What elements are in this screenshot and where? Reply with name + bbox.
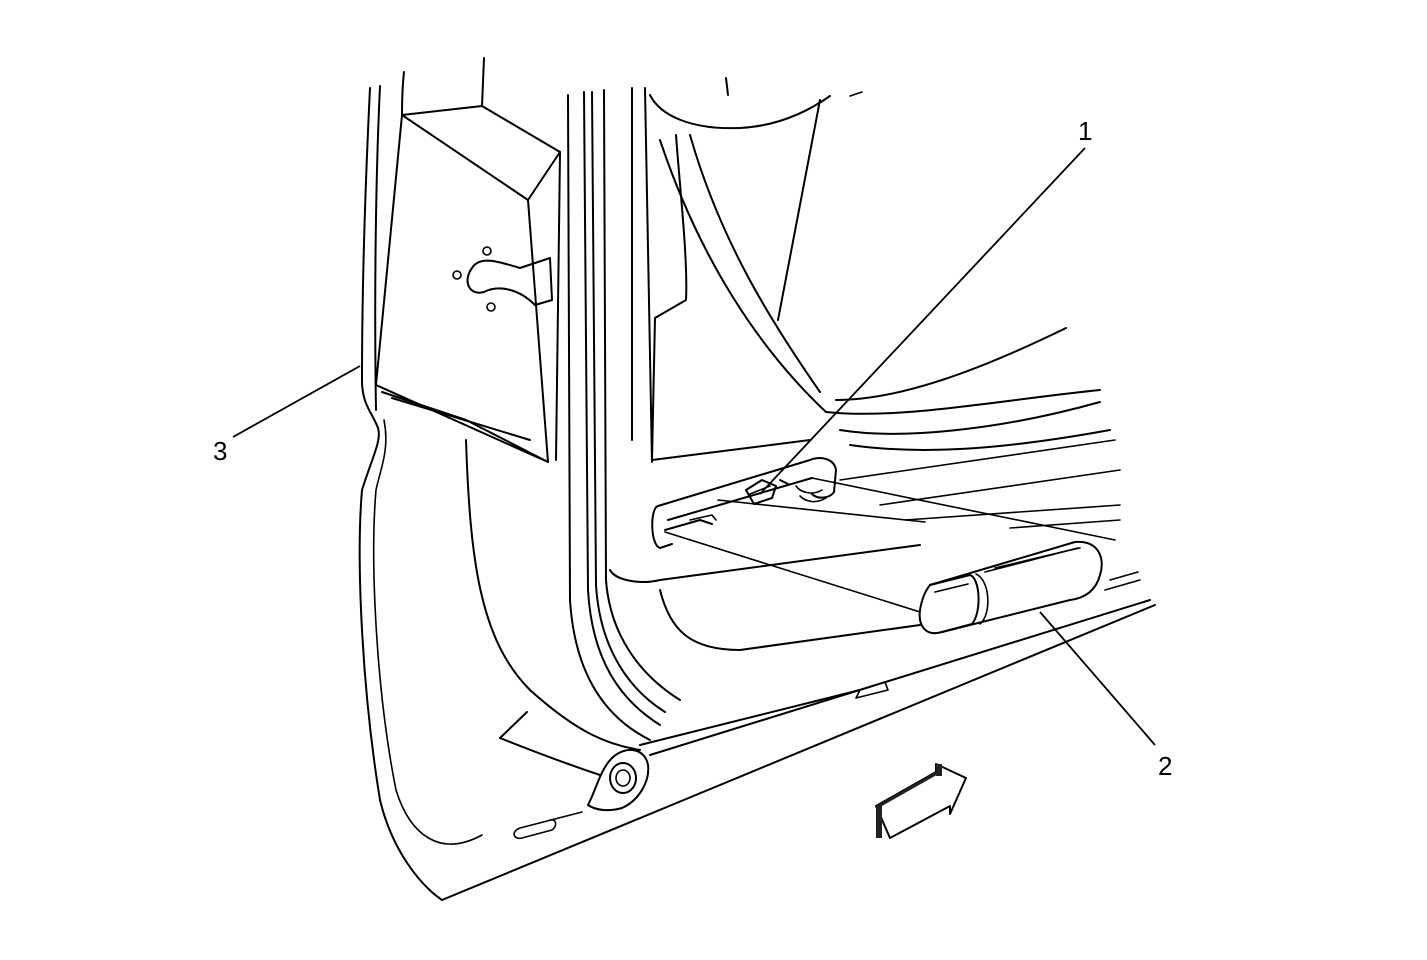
installation-guide-lines bbox=[664, 477, 1116, 613]
bolt-hole-icon bbox=[486, 302, 496, 312]
drain-plug bbox=[513, 749, 650, 840]
sill-clip-recess bbox=[651, 457, 837, 549]
callout-label-2: 2 bbox=[1158, 751, 1172, 781]
forward-direction-arrow-icon bbox=[875, 763, 967, 839]
door-frame bbox=[465, 87, 681, 751]
sill-plate-area bbox=[499, 439, 1151, 776]
sill-trim-part[interactable] bbox=[918, 540, 1103, 635]
bolt-hole-icon bbox=[482, 246, 492, 256]
callout-leaders bbox=[232, 147, 1156, 746]
leader-line-1 bbox=[759, 147, 1086, 495]
callout-label-3: 3 bbox=[213, 436, 227, 466]
leader-line-2 bbox=[1039, 611, 1156, 746]
bolt-hole-icon bbox=[452, 270, 462, 280]
callout-label-1: 1 bbox=[1078, 116, 1092, 146]
leader-line-3 bbox=[232, 365, 361, 438]
retainer-clip-icon[interactable] bbox=[745, 479, 777, 505]
door-interior-upper bbox=[649, 77, 1111, 461]
striker-block bbox=[375, 57, 561, 463]
body-pillar bbox=[358, 71, 1156, 901]
